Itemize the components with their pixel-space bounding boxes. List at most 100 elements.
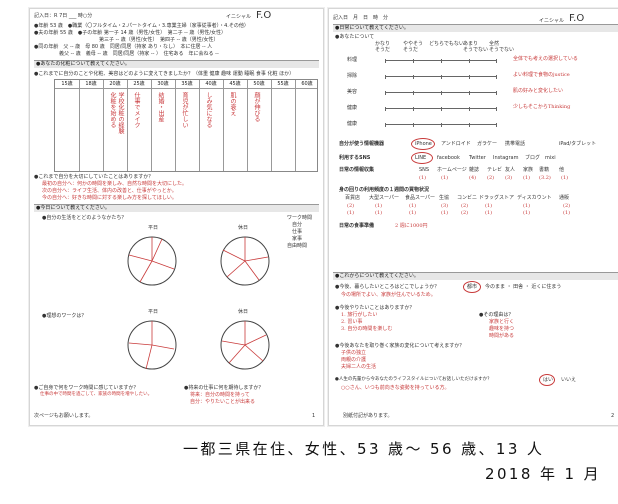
page-footer-note: 別紙付記があります。 (343, 413, 393, 419)
shop-type: コンビニ (457, 195, 478, 201)
device-option: アンドロイド (441, 141, 471, 147)
scale-sublabel: そうだ (375, 47, 391, 53)
info-source: テレビ (487, 167, 503, 173)
device-option: 携帯電話 (505, 141, 526, 147)
age-header: 60歳 (301, 81, 313, 87)
info-source: ホームページ (437, 167, 467, 173)
question-cherish: ●これまで自分を大切にしていたことはありますか？ (34, 174, 154, 180)
family-change-item: 夫婦二人の生活 (341, 364, 377, 370)
question-sns: 利用するSNS (339, 155, 371, 161)
timeline-note: 結婚・出産 (157, 92, 164, 122)
info-value: (1) (561, 175, 569, 181)
age-header: 50歳 (253, 81, 265, 87)
shop-frequency: (2) (461, 210, 469, 216)
age-header: 15歳 (61, 81, 73, 87)
info-source: 友人 (505, 167, 516, 173)
question-ideal: ●理想のワークは？ (42, 313, 87, 319)
info-value: (3) (505, 175, 513, 181)
reason-item: 家族と行く (489, 319, 515, 325)
shop-frequency: (1) (409, 210, 417, 216)
profile-line-2: ●夫の年齢 55 歳 ●子の年齢 第一子 14 歳（男性/女性） 第二子 -- … (34, 30, 227, 36)
question-lifestyle: ●自分の生活をとどのようなかたち？ (42, 215, 127, 221)
info-value: (1) (523, 175, 531, 181)
survey-page-right: 記入日 月 日 時 分 イニシャル F.O ●日常について教えてください。 ●あ… (328, 8, 618, 426)
info-value: (1) (441, 175, 449, 181)
rating-scale (385, 75, 497, 79)
meals-answer: 2 週に1000円 (395, 223, 428, 229)
profile-line-5: 義父 -- 歳 義母 -- 歳 同居/同居（持家 -- ） 住宅ある 年に会ねる… (34, 51, 219, 57)
scale-row-note: よい料理で食物のjustice (513, 72, 570, 78)
scale-label: 全然 (489, 41, 500, 47)
legend-item: 自分 (292, 222, 303, 228)
question-family-change: ●今後あなたを取り巻く家族の変化について考えますか？ (335, 343, 465, 349)
info-value: (3.2) (539, 175, 551, 181)
scale-row-label: 料理 (347, 57, 358, 63)
question-future: ●将来の仕事に何を期待しますか？ (184, 385, 264, 391)
question-history: ●これまでに自分のことや化粧、美容はどのように変えてきましたか？（体重 健康 趣… (34, 71, 295, 77)
shop-frequency: (1) (409, 203, 417, 209)
shop-frequency: (1) (523, 210, 531, 216)
age-header: 55歳 (277, 81, 289, 87)
weekday-label-ideal: 平日 (148, 309, 159, 315)
question-work-feel: ●ご自身で何をワーク時間に感じていますか？ (34, 385, 139, 391)
shop-type: 生協 (439, 195, 450, 201)
initial-value: F.O (569, 13, 585, 24)
advice-option: いいえ (561, 377, 577, 383)
age-header: 30歳 (157, 81, 169, 87)
scale-row-note: 肌の好みと変化したい (513, 88, 564, 94)
age-header: 40歳 (205, 81, 217, 87)
living-choice-circle (463, 281, 481, 293)
caption-participants: 一都三県在住、女性、53 歳～ 56 歳、13 人 (183, 440, 545, 458)
weekday-label: 平日 (148, 225, 159, 231)
device-selected-circle (411, 138, 435, 150)
rating-scale (385, 123, 497, 127)
entry-date: 記入日：R 7日 ___ 時○分 (34, 13, 93, 19)
shop-frequency: (2) (563, 203, 571, 209)
shop-frequency: (1) (347, 210, 355, 216)
section-heading-today: ●今日について教えてください。 (34, 204, 319, 212)
reason-item: 時間がある (489, 333, 515, 339)
advice-choice-circle (539, 374, 555, 386)
initial-label: イニシャル (539, 18, 565, 24)
family-change-item: 両親の介護 (341, 357, 367, 363)
want-item: 1. 旅行がしたい (341, 312, 378, 318)
section-heading-makeup: ●あなたの化粧について教えてください。 (34, 60, 319, 68)
page-number: 2 (611, 413, 615, 419)
scale-row-label: 健康 (347, 121, 358, 127)
holiday-label: 休日 (238, 225, 249, 231)
question-about-you: ●あなたについて (335, 34, 375, 40)
shop-frequency: (1) (375, 210, 383, 216)
profile-line-3: 第三子 -- 歳（男性/女性） 第四子 -- 歳（男性/女性） (34, 37, 219, 43)
scale-sublabel: そうでない (489, 47, 515, 53)
timeline-note: 化粧を始める (109, 92, 116, 128)
future-answer: 将来：自分の時間を持って (190, 392, 250, 398)
initial-value: F.O (256, 10, 272, 21)
shop-frequency: (1) (485, 203, 493, 209)
want-item: 2. 習い事 (341, 319, 363, 325)
page-number: 1 (312, 413, 316, 419)
shop-type: 大型スーパー (369, 195, 399, 201)
scale-label: ややそう (403, 41, 424, 47)
advice-answer: ○○さん、いつも前向きな姿勢を持っている方。 (341, 385, 450, 391)
reason-title: ●その理由は？ (479, 312, 514, 318)
sns-option: Twitter (469, 155, 486, 161)
legend-item: ワーク時間 (287, 215, 313, 221)
living-options: 今のまま ・ 田舎 ・ 近くに住まう (485, 284, 562, 290)
profile-line-4: ●同の年齢 父 -- 歳 母 80 歳 同居/同居（持家 あり・なし） 本に住居… (34, 44, 213, 50)
device-option: ガラケー (477, 141, 498, 147)
scale-label: かなり (375, 41, 391, 47)
profile-line-1: ●年齢 53 歳 ●職業（〇フルタイム・2.パートタイム・3.専業主婦（家事従事… (34, 23, 249, 29)
question-shopping: 身の回りの利用頻度の１週間の買物状況 (339, 187, 430, 193)
shop-frequency: (1) (375, 203, 383, 209)
age-header: 45歳 (229, 81, 241, 87)
age-header: 35歳 (181, 81, 193, 87)
scale-sublabel: そうだ (403, 47, 419, 53)
scale-row-note: 全体でも考えの選択している (513, 56, 578, 62)
cherish-answer: 今の自分へ：好きな時間に対する楽しみ方を探してほしい。 (42, 195, 177, 201)
sns-option: Instagram (493, 155, 519, 161)
question-senior-advice: ●人生の先輩から今あなたのライフスタイルについてお話しいただけますか？ (335, 377, 492, 382)
sns-option: facebook (437, 155, 460, 161)
family-change-item: 子供の独立 (341, 350, 367, 356)
rating-scale (385, 107, 497, 111)
question-info: 日常の情報収集 (339, 167, 375, 173)
